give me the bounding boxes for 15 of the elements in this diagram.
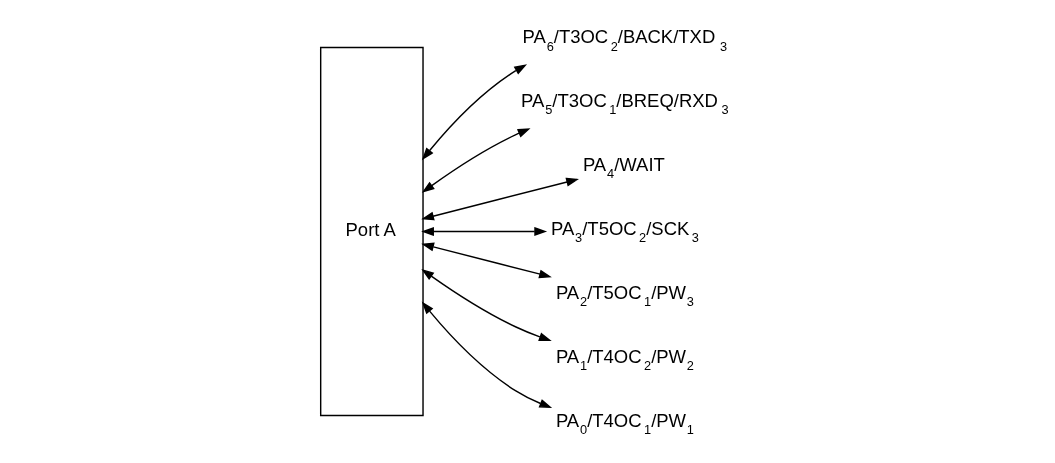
node-text: PA$_{3}$/T5OC$_{2}$/SCK$_{3}$ xyxy=(550,217,699,246)
node-text: PA$_{4}$/WAIT xyxy=(582,153,665,182)
arrow xyxy=(421,177,579,221)
node-text: PA$_{5}$/T3OC$_{1}$/BREQ/RXD$_{3}$ xyxy=(521,89,729,118)
node-text: PA$_{2}$/T5OC$_{1}$/PW$_{3}$ xyxy=(555,281,694,310)
arrow xyxy=(421,242,552,279)
node-text: PA$_{6}$/T3OC$_{2}$/BACK/TXD$_{3}$ xyxy=(522,26,728,54)
arrow xyxy=(421,268,552,342)
arrow xyxy=(421,227,548,236)
arrow xyxy=(421,128,531,193)
node-text: PA$_{0}$/T4OC$_{1}$/PW$_{1}$ xyxy=(555,409,694,438)
node-text: PA$_{1}$/T4OC$_{2}$/PW$_{2}$ xyxy=(555,345,694,374)
node-box: Port A xyxy=(320,46,424,417)
arrow xyxy=(421,301,553,408)
arrow xyxy=(421,64,528,161)
